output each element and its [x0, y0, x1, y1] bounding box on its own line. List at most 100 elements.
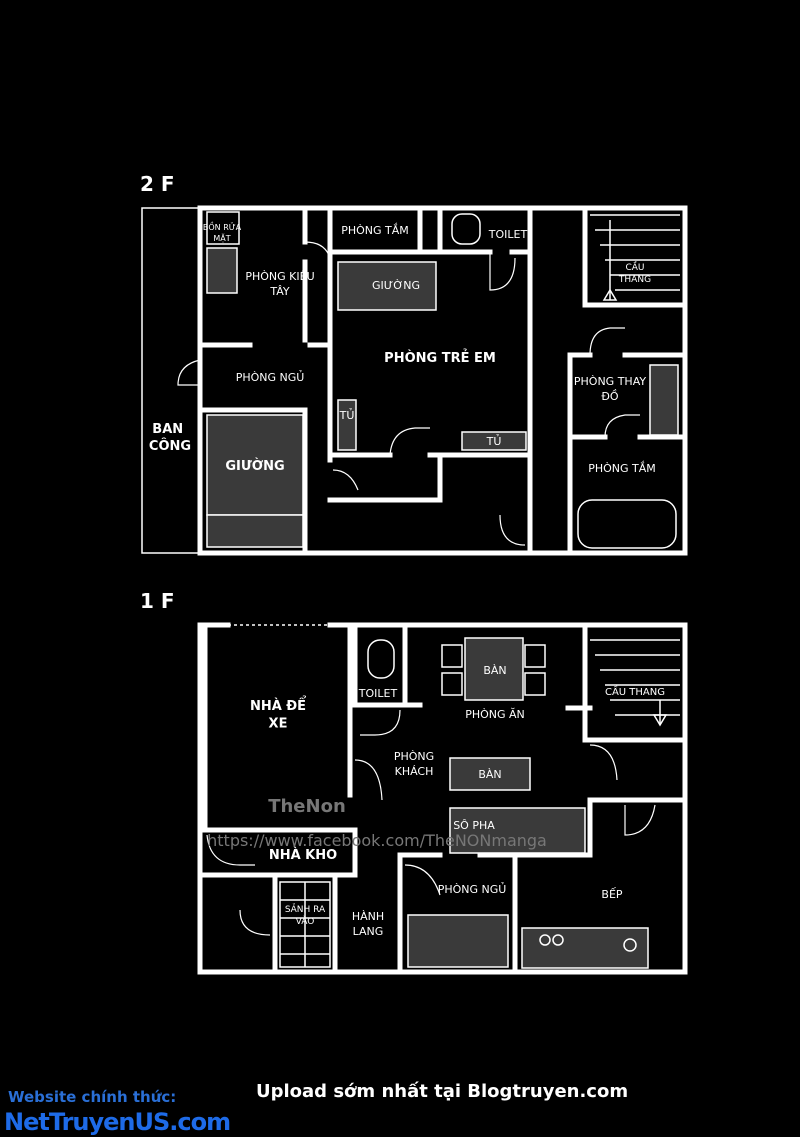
- footer-brand-link[interactable]: NetTruyenUS.com: [4, 1108, 231, 1136]
- kids-bed-furniture: [337, 261, 437, 311]
- label-entrance-line-1: SẢNH RA: [285, 903, 326, 915]
- 1f-wall-stairs: [582, 622, 688, 743]
- label-kitchen: BẾP: [601, 887, 622, 901]
- label-bedroom-1f: PHÒNG NGỦ: [438, 882, 507, 896]
- 1f-door-entrance: [239, 909, 271, 936]
- 1f-wall-kitchen: [512, 797, 688, 858]
- 2f-wall-bedroom: [202, 407, 308, 556]
- 2f-wall-changing: [567, 352, 688, 556]
- label-wardrobe-left: TỦ: [339, 408, 355, 422]
- 1f-wall-garage: [202, 622, 358, 878]
- label-western-room: PHÒNG KIỂU TÂY: [245, 269, 314, 298]
- floor-2f: 2 F: [140, 172, 688, 556]
- label-western-room-line-2: TÂY: [269, 285, 290, 298]
- kitchen-counter: [521, 927, 649, 969]
- living-table: [449, 757, 531, 791]
- label-balcony-2: CÔNG: [149, 438, 191, 454]
- main-bed-base: [206, 514, 304, 548]
- label-garage: NHÀ ĐỂ XE: [250, 696, 306, 732]
- stove-burner-1: [539, 934, 551, 946]
- label-basin-line-2: MẶT: [213, 232, 230, 244]
- bathtub: [577, 499, 677, 549]
- label-toilet-2f: TOILET: [488, 228, 528, 241]
- label-living: PHÒNG KHÁCH: [394, 750, 434, 778]
- kids-wardrobe-bottom: [461, 431, 527, 451]
- 1f-door-bedroom: [404, 864, 441, 896]
- label-hallway-line-2: LANG: [353, 925, 384, 938]
- 1f-wall-toilet: [352, 622, 423, 708]
- main-bed-furniture: [206, 414, 304, 516]
- chair-1: [441, 644, 463, 668]
- label-balcony: BAN CÔNG: [149, 422, 191, 454]
- chair-3: [524, 644, 546, 668]
- label-living-line-2: KHÁCH: [395, 765, 434, 778]
- label-dining: PHÒNG ĂN: [465, 708, 525, 721]
- label-changing-line-1: PHÒNG THAY: [574, 375, 646, 388]
- 2f-wall-toilet: [417, 205, 443, 255]
- label-hallway-line-1: HÀNH: [352, 910, 384, 923]
- 2f-wall-corridor: [327, 452, 443, 503]
- floor-1f: 1 F: [140, 589, 688, 975]
- changing-shelf: [649, 364, 679, 436]
- label-entrance-line-2: VÀO: [296, 915, 315, 927]
- 1f-door-storage: [206, 834, 255, 866]
- label-basin-line-1: BỒN RỬA: [203, 220, 242, 232]
- dining-table: [464, 637, 524, 701]
- label-stairs-2f-line-1: CẦU: [625, 260, 644, 273]
- label-stairs-1f: CẦU THANG: [605, 684, 665, 698]
- basin-sink: [206, 247, 238, 294]
- balcony-outline: [141, 207, 201, 554]
- label-western-room-line-1: PHÒNG KIỂU: [245, 269, 314, 283]
- 1f-door-stairs: [589, 744, 618, 781]
- 2f-stairs-arrow: [602, 288, 618, 301]
- 2f-wall-west: [197, 205, 333, 348]
- label-toilet-1f: TOILET: [358, 687, 398, 700]
- 2f-door-east: [499, 514, 526, 546]
- basin-box: [206, 211, 240, 245]
- 2f-door-bath-right: [604, 414, 640, 438]
- label-balcony-1: BAN: [152, 422, 183, 437]
- label-main-bed: GIƯỜNG: [225, 458, 284, 474]
- label-living-table: BÀN: [478, 768, 501, 781]
- label-sofa: SÔ PHA: [453, 819, 495, 832]
- watermark-brand: TheNon: [268, 796, 346, 817]
- kids-wardrobe-left: [337, 399, 357, 451]
- label-bath-right: PHÒNG TẮM: [588, 461, 656, 475]
- label-wardrobe-bottom: TỦ: [486, 434, 502, 448]
- label-living-line-1: PHÒNG: [394, 750, 434, 763]
- 1f-stairs-arrow: [652, 714, 668, 727]
- label-kids-room: PHÒNG TRẺ EM: [384, 349, 496, 366]
- sofa-furniture: [449, 807, 586, 854]
- 2f-door-changing: [589, 327, 625, 356]
- 2f-door-toilet: [489, 252, 516, 291]
- label-kids-bed: GIƯỜNG: [372, 279, 420, 292]
- 2f-door-bath: [304, 241, 331, 259]
- chair-2: [441, 672, 463, 696]
- label-garage-line-2: XE: [269, 717, 288, 732]
- chair-4: [524, 672, 546, 696]
- kitchen-sink: [623, 938, 637, 952]
- 2f-door-corridor: [332, 469, 359, 491]
- 1f-door-toilet: [360, 709, 401, 736]
- floor-1f-title: 1 F: [140, 589, 175, 613]
- 2f-wall-stairs: [582, 205, 688, 308]
- 2f-door-balcony: [177, 359, 201, 386]
- 1f-toilet-fixture: [367, 639, 395, 679]
- label-garage-line-1: NHÀ ĐỂ: [250, 696, 306, 714]
- 1f-door-living: [354, 759, 383, 801]
- footer-website-label: Website chính thức:: [8, 1088, 177, 1106]
- label-dining-table: BÀN: [483, 664, 506, 677]
- stove-burner-2: [552, 934, 564, 946]
- label-bath-top: PHÒNG TẮM: [341, 223, 409, 237]
- entrance-tile-lines: [280, 882, 330, 967]
- label-storage: NHÀ KHO: [269, 847, 337, 863]
- 2f-stairs-steps: [590, 214, 680, 300]
- floor-2f-title: 2 F: [140, 172, 175, 196]
- 1f-stairs-steps: [590, 639, 680, 725]
- footer-upload-note: Upload sớm nhất tại Blogtruyen.com: [256, 1081, 629, 1102]
